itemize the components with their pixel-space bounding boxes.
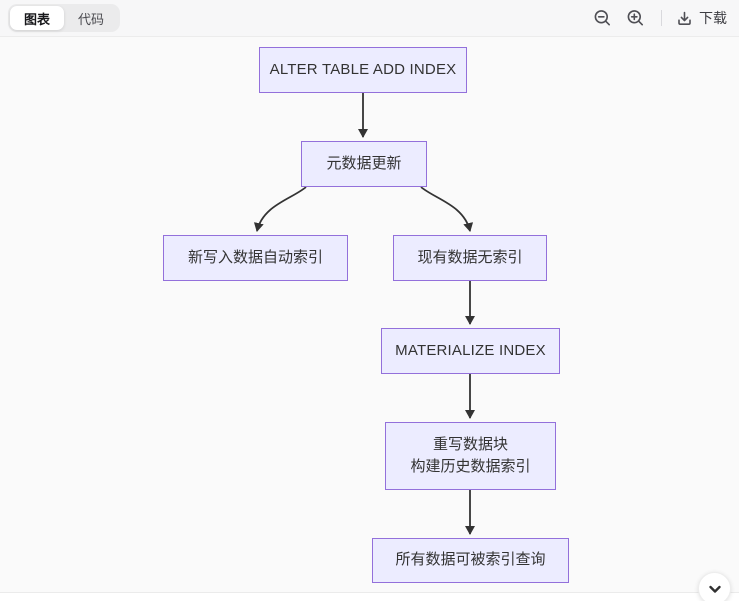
download-label: 下载: [699, 10, 727, 26]
node-alter-table-add-index: ALTER TABLE ADD INDEX: [259, 47, 467, 93]
chevron-down-icon: [708, 585, 721, 593]
edge-b-c: [253, 186, 307, 232]
diagram-canvas: ALTER TABLE ADD INDEX 元数据更新 新写入数据自动索引 现有…: [0, 37, 739, 593]
magnifier-plus-icon: [627, 9, 644, 25]
magnifier-minus-icon: [594, 9, 611, 25]
node-rewrite-data-blocks: 重写数据块 构建历史数据索引: [385, 422, 556, 490]
view-switcher: 图表 代码: [8, 4, 121, 32]
node-metadata-update: 元数据更新: [301, 141, 427, 187]
download-button[interactable]: 下载: [676, 8, 727, 28]
toolbar-divider: [661, 10, 662, 26]
zoom-in-button[interactable]: [624, 7, 647, 30]
node-materialize-index: MATERIALIZE INDEX: [381, 328, 560, 374]
scroll-down-button[interactable]: [698, 572, 731, 601]
node-existing-data-no-index: 现有数据无索引: [393, 235, 547, 281]
node-all-data-indexed-queryable: 所有数据可被索引查询: [372, 538, 569, 583]
node-new-data-auto-index: 新写入数据自动索引: [163, 235, 348, 281]
toolbar-actions: 下载: [591, 7, 727, 30]
edge-b-d: [420, 186, 474, 232]
toolbar: 图表 代码: [0, 0, 739, 37]
zoom-out-button[interactable]: [591, 7, 614, 30]
flowchart-edges: [253, 93, 475, 535]
tab-diagram[interactable]: 图表: [10, 6, 65, 30]
download-icon: [678, 11, 691, 25]
tab-code[interactable]: 代码: [64, 6, 118, 30]
